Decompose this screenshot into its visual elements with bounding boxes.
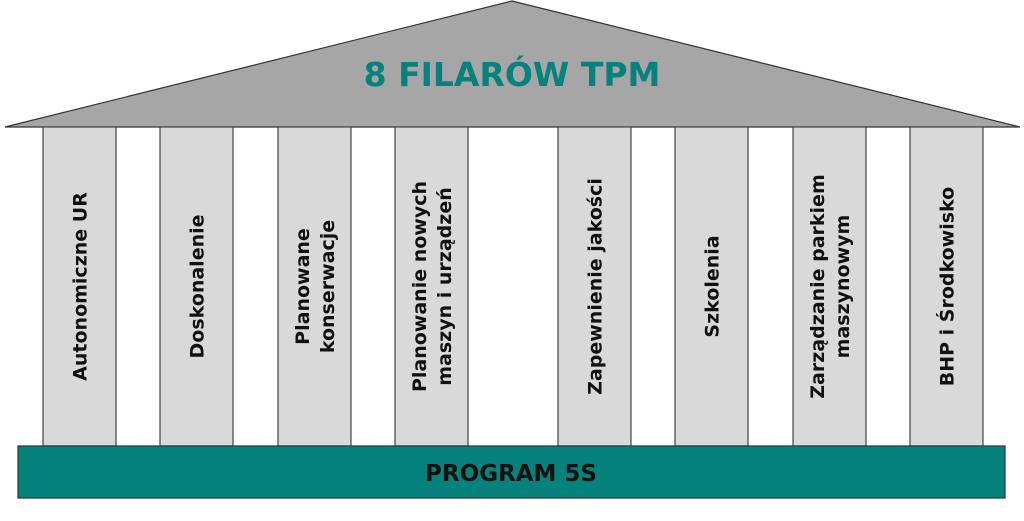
pillar-label: Autonomiczne UR: [70, 192, 92, 381]
pillar-3: [277, 126, 352, 447]
pillar-label: maszynowym: [832, 215, 854, 359]
pillar-label: Zarządzanie parkiem: [807, 174, 829, 399]
pillar-2: [159, 126, 234, 447]
pillar-7: [792, 126, 867, 447]
pillar-6: [674, 126, 749, 447]
pillar-4: [394, 126, 469, 447]
foundation-label: PROGRAM 5S: [425, 461, 597, 487]
pillar-5: [557, 126, 632, 447]
pillar-label: Szkolenia: [702, 235, 724, 337]
pillar-label: maszyn i urządzeń: [434, 187, 456, 386]
pillar-8: [909, 126, 984, 447]
pillar-label: BHP i Środkowisko: [935, 187, 959, 387]
pillar-label: Planowanie nowych: [409, 181, 431, 392]
roof-title: 8 FILARÓW TPM: [364, 54, 661, 94]
pillar-label: Doskonalenie: [187, 215, 209, 359]
pillar-1: [42, 126, 117, 447]
pillar-label: Zapewnienie jakości: [585, 178, 607, 395]
pillar-label: konserwacje: [317, 220, 339, 353]
roof: [4, 0, 1021, 128]
foundation: [17, 445, 1006, 499]
pillar-label: Planowane: [292, 228, 314, 345]
